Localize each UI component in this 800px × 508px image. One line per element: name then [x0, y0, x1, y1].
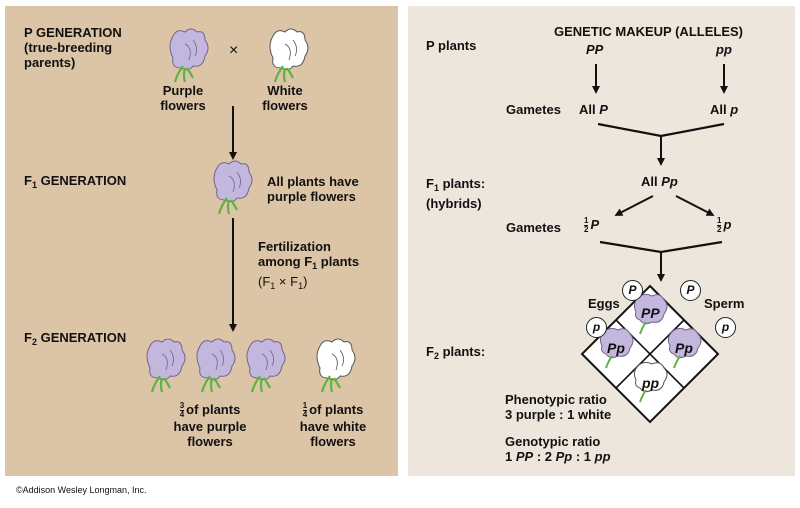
gametes-label-f1: Gametes	[506, 220, 561, 235]
f1-purple-flower-icon	[213, 160, 253, 215]
p-generation-title: P GENERATION (true-breeding parents)	[24, 25, 122, 70]
gametes-all-p: All p	[710, 102, 739, 117]
sperm-allele-P: P	[680, 280, 701, 301]
left-arrows	[229, 106, 237, 332]
f1-plants-label: F1 plants: (hybrids)	[426, 176, 486, 211]
genetic-makeup-header: GENETIC MAKEUP (ALLELES)	[554, 24, 743, 39]
right-arrows	[580, 64, 728, 424]
sperm-allele-p: p	[715, 317, 736, 338]
punnett-top-genotype: PP	[641, 305, 660, 321]
f1-generation-title: F1 GENERATION	[24, 173, 127, 190]
f2-purple-flower-3-icon	[246, 338, 286, 393]
white-flower-icon	[269, 28, 309, 83]
f2-plants-label: F2 plants:	[426, 344, 486, 361]
f2-white-flower-icon	[316, 338, 356, 393]
copyright-notice: ©Addison Wesley Longman, Inc.	[16, 485, 147, 495]
left-panel: P GENERATION (true-breeding parents) × P…	[5, 6, 398, 476]
f2-purple-flower-1-icon	[146, 338, 186, 393]
punnett-pp-bottom-flower-icon	[633, 361, 668, 403]
f2-generation-title: F2 GENERATION	[24, 330, 127, 347]
white-flowers-label: White flowers	[262, 83, 308, 113]
purple-flowers-label: Purple flowers	[160, 83, 206, 113]
f1-all-pp: All Pp	[641, 174, 678, 189]
gametes-label-p: Gametes	[506, 102, 561, 117]
gametes-all-P: All P	[579, 102, 608, 117]
purple-flower-icon	[169, 28, 209, 83]
fertilization-note: Fertilization among F1 plants (F1 × F1)	[258, 239, 360, 291]
punnett-left-genotype: Pp	[607, 340, 625, 356]
egg-allele-p: p	[586, 317, 607, 338]
cross-symbol: ×	[229, 42, 239, 59]
sperm-label: Sperm	[704, 296, 745, 311]
genotypic-ratio: Genotypic ratio 1 PP : 2 Pp : 1 pp	[505, 434, 611, 464]
punnett-right-genotype: Pp	[675, 340, 693, 356]
p-plants-label: P plants	[426, 38, 477, 53]
eggs-label: Eggs	[588, 296, 620, 311]
punnett-bottom-genotype: pp	[642, 375, 660, 391]
right-panel: GENETIC MAKEUP (ALLELES) P plants PP pp …	[408, 6, 795, 476]
pp-dominant: PP	[586, 42, 604, 57]
f2-purple-flower-2-icon	[196, 338, 236, 393]
egg-allele-P: P	[622, 280, 643, 301]
f1-description: All plants have purple flowers	[267, 174, 359, 204]
punnett-pp-right-flower-icon	[667, 327, 702, 369]
phenotypic-ratio: Phenotypic ratio 3 purple : 1 white	[505, 392, 612, 422]
pp-recessive: pp	[716, 42, 732, 57]
